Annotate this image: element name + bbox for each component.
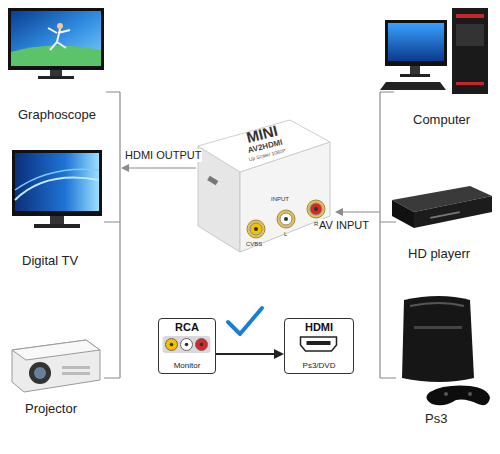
player-slot	[430, 211, 460, 219]
player-side	[392, 200, 414, 228]
device-label: Ps3	[425, 412, 447, 427]
bracket-lines	[104, 92, 396, 378]
rca-jack	[247, 220, 265, 238]
left-bracket-tick	[104, 92, 120, 378]
device-label: Graphoscope	[18, 108, 96, 123]
tv-stand	[50, 70, 62, 76]
jack-label: CVBS	[246, 241, 262, 248]
connector-line	[216, 353, 275, 355]
rca-jack-pin	[170, 343, 174, 347]
av-input-arrow	[341, 211, 380, 212]
computer	[380, 8, 488, 94]
hdmi-pins	[307, 341, 331, 345]
jack-label: L	[284, 231, 287, 238]
port-name: RCA	[159, 321, 215, 333]
rca-jack-pin	[284, 217, 288, 221]
arrowhead	[335, 208, 343, 216]
rca-jack	[181, 339, 193, 351]
monitor-stand	[410, 66, 420, 74]
check-mark	[228, 308, 262, 334]
port-direction-label: HDMI OUTPUT	[124, 149, 202, 162]
rca-jack-pin	[314, 207, 318, 211]
device-label: Digital TV	[22, 254, 78, 269]
arrowhead	[274, 349, 284, 359]
jack-label: INPUT	[271, 196, 289, 203]
hd-player	[392, 186, 492, 228]
left-bracket	[119, 92, 120, 378]
jack-label: R	[314, 221, 318, 228]
rca-jack	[307, 200, 325, 218]
rca-jack	[277, 210, 295, 228]
port-direction-label: AV INPUT	[318, 219, 370, 232]
port-box: RCA Monitor	[158, 318, 216, 374]
graphoscope-tv	[8, 8, 104, 79]
tv-stand	[50, 216, 64, 224]
grass	[11, 45, 101, 66]
right-bracket-tick	[380, 92, 396, 378]
screen-wave	[15, 169, 99, 190]
projector-body	[12, 340, 100, 392]
rca-jack-pin	[185, 343, 189, 347]
controller-stick	[468, 392, 472, 396]
port-box: HDMI Ps3/DVD	[284, 318, 354, 374]
figure	[48, 28, 70, 50]
connector	[216, 349, 284, 359]
rca-jack	[250, 223, 262, 235]
projector-vent	[62, 366, 90, 369]
device-label: Computer	[413, 113, 470, 128]
rca-jack	[310, 203, 322, 215]
controller	[426, 386, 490, 406]
console-body	[402, 296, 474, 382]
port-name: HDMI	[285, 321, 353, 333]
arrowhead	[121, 164, 129, 172]
figure	[57, 23, 63, 29]
monitor-stand	[400, 74, 430, 77]
projector-vent	[62, 372, 90, 375]
hdmi-output-arrow	[127, 167, 196, 168]
rca-jack-pin	[200, 343, 204, 347]
rca-jack	[166, 339, 178, 351]
usb-port	[207, 176, 218, 186]
converter-box: MINIAV2HDMIUp Scaler 1080P	[194, 116, 334, 256]
screen-wave	[15, 178, 99, 201]
device-label: Projector	[25, 402, 77, 417]
pc-tower-light	[456, 14, 484, 18]
projector-top	[12, 340, 100, 360]
rca-jack	[280, 213, 292, 225]
projector	[12, 340, 100, 392]
tv-stand	[34, 224, 80, 228]
console-slot	[414, 326, 462, 329]
tv-frame	[12, 150, 102, 216]
console-highlight	[410, 303, 464, 306]
projector-lens	[34, 367, 46, 379]
digital-tv	[12, 150, 102, 228]
pc-tower-light	[456, 82, 484, 85]
tv-stand	[38, 76, 74, 79]
controller-stick	[444, 392, 448, 396]
player-front	[414, 196, 492, 228]
jack-panel	[163, 336, 211, 353]
device-label: HD playerr	[408, 247, 470, 262]
port-note: Monitor	[159, 362, 215, 371]
tv-screen	[11, 11, 101, 66]
ps3-console	[402, 296, 490, 405]
port-note: Ps3/DVD	[285, 362, 353, 371]
monitor-screen	[388, 23, 444, 61]
keyboard	[380, 82, 446, 90]
pc-tower-bay	[456, 24, 484, 46]
hdmi-port	[301, 337, 337, 351]
tv-frame	[8, 8, 104, 70]
rca-jack-pin	[254, 227, 258, 231]
tv-screen	[15, 153, 99, 211]
rca-jack	[196, 339, 208, 351]
monitor	[385, 20, 447, 66]
pc-tower	[452, 8, 488, 94]
projector-lens	[29, 362, 51, 384]
right-bracket	[379, 92, 380, 378]
